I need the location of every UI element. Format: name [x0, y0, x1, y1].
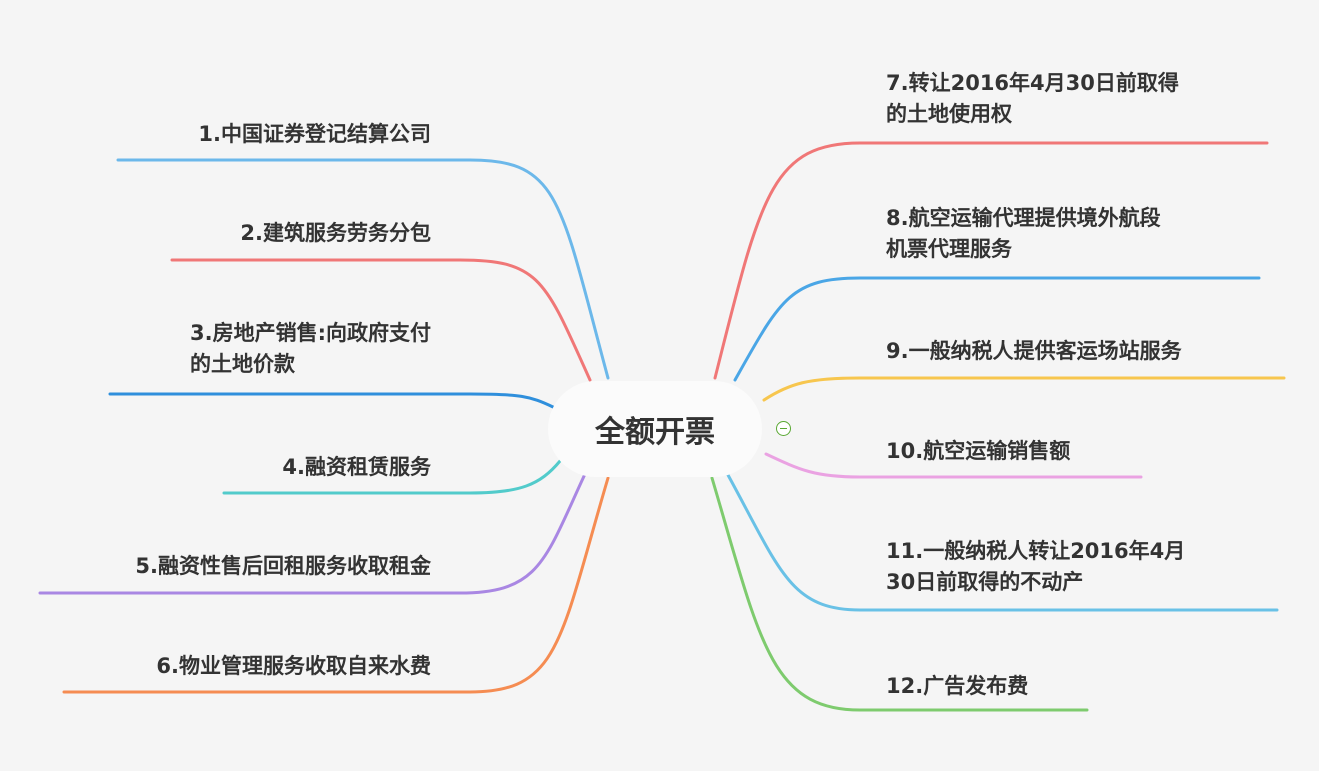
branch-5-line-1: 5.融资性售后回租服务收取租金 — [135, 554, 431, 578]
branch-6-line-1: 6.物业管理服务收取自来水费 — [156, 654, 431, 678]
branch-4-line-1: 4.融资租赁服务 — [282, 455, 431, 479]
branch-11-line-1: 11.一般纳税人转让2016年4月 — [886, 539, 1186, 563]
branch-connector-9 — [762, 376, 1286, 402]
branch-connector-4 — [222, 459, 562, 495]
branch-topic-8[interactable]: 8.航空运输代理提供境外航段 机票代理服务 — [886, 203, 1161, 265]
branch-connector-3 — [108, 392, 555, 409]
branch-topic-4[interactable]: 4.融资租赁服务 — [282, 452, 431, 483]
branch-11-line-2: 30日前取得的不动产 — [886, 570, 1084, 594]
central-topic-node[interactable]: 全额开票 — [548, 381, 762, 477]
collapse-toggle-icon[interactable] — [776, 421, 791, 436]
branch-connector-11 — [726, 473, 1279, 612]
branch-topic-3[interactable]: 3.房地产销售:向政府支付 的土地价款 — [190, 318, 431, 380]
branch-7-line-2: 的土地使用权 — [886, 102, 1012, 126]
branch-3-line-1: 3.房地产销售:向政府支付 — [190, 321, 431, 345]
branch-7-line-1: 7.转让2016年4月30日前取得 — [886, 71, 1179, 95]
branch-topic-2[interactable]: 2.建筑服务劳务分包 — [240, 218, 431, 249]
branch-3-line-2: 的土地价款 — [190, 352, 295, 376]
branch-connector-5 — [38, 472, 587, 595]
branch-2-line-1: 2.建筑服务劳务分包 — [240, 221, 431, 245]
branch-12-line-1: 12.广告发布费 — [886, 674, 1029, 698]
branch-topic-9[interactable]: 9.一般纳税人提供客运场站服务 — [886, 336, 1182, 367]
branch-10-line-1: 10.航空运输销售额 — [886, 439, 1071, 463]
branch-8-line-2: 机票代理服务 — [886, 237, 1012, 261]
branch-connector-2 — [170, 258, 592, 382]
branch-topic-10[interactable]: 10.航空运输销售额 — [886, 436, 1070, 467]
branch-9-line-1: 9.一般纳税人提供客运场站服务 — [886, 339, 1182, 363]
branch-topic-7[interactable]: 7.转让2016年4月30日前取得 的土地使用权 — [886, 68, 1179, 130]
branch-connector-12 — [710, 476, 1089, 712]
branch-connector-1 — [116, 158, 610, 380]
branch-connector-6 — [62, 476, 610, 694]
branch-topic-12[interactable]: 12.广告发布费 — [886, 671, 1028, 702]
branch-topic-6[interactable]: 6.物业管理服务收取自来水费 — [156, 651, 431, 682]
branch-connector-7 — [713, 141, 1269, 380]
branch-connector-10 — [764, 452, 1143, 479]
branch-connector-8 — [733, 276, 1261, 382]
branch-topic-5[interactable]: 5.融资性售后回租服务收取租金 — [135, 551, 431, 582]
branch-topic-11[interactable]: 11.一般纳税人转让2016年4月 30日前取得的不动产 — [886, 536, 1185, 598]
branch-topic-1[interactable]: 1.中国证券登记结算公司 — [198, 119, 431, 150]
central-topic-label: 全额开票 — [595, 415, 715, 450]
branch-8-line-1: 8.航空运输代理提供境外航段 — [886, 206, 1161, 230]
branch-1-line-1: 1.中国证券登记结算公司 — [198, 122, 431, 146]
